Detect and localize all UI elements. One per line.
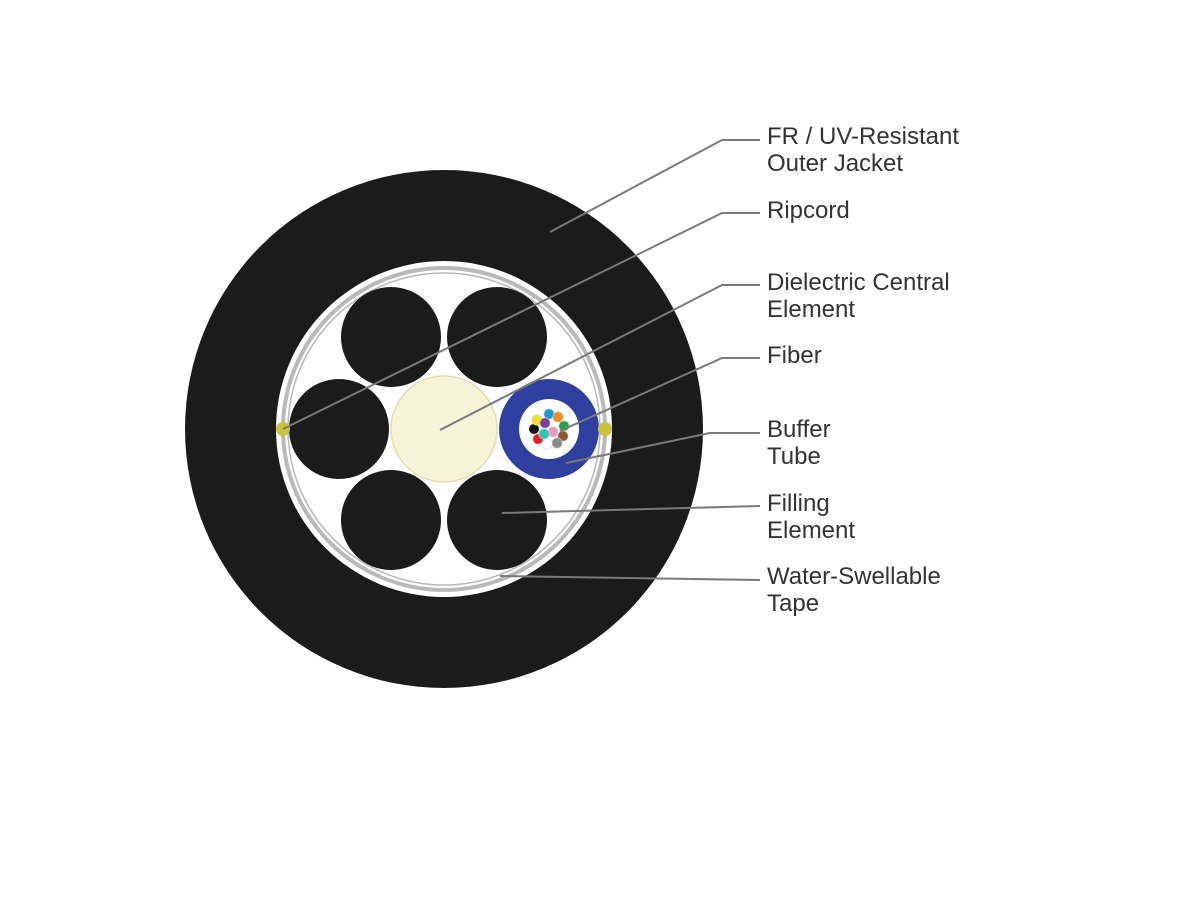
label-filling-element-line-2: Element: [767, 517, 855, 544]
label-filling-element: Filling Element: [767, 490, 855, 544]
label-dielectric-central-element-line-2: Element: [767, 296, 855, 323]
leader-line-water-swellable-tape: [499, 575, 761, 581]
label-outer-jacket-line-2: Outer Jacket: [767, 150, 903, 177]
filling-element: [341, 287, 441, 387]
leader-line-ripcord: [282, 212, 760, 430]
leader-line-dielectric-central-element: [439, 284, 760, 431]
label-outer-jacket-line-1: FR / UV-Resistant: [767, 123, 959, 150]
label-water-swellable-tape-line-1: Water-Swellable: [767, 563, 941, 590]
label-outer-jacket: FR / UV-Resistant Outer Jacket: [767, 123, 966, 177]
filling-element: [289, 379, 389, 479]
fiber: [552, 411, 564, 423]
filling-element: [447, 287, 547, 387]
fiber: [547, 426, 559, 438]
label-buffer-tube-line-1: Buffer: [767, 416, 831, 443]
fiber: [541, 438, 553, 450]
fiber: [538, 428, 550, 440]
label-buffer-tube-line-2: Tube: [767, 443, 821, 470]
label-buffer-tube: Buffer Tube: [767, 416, 837, 470]
filling-element: [341, 470, 441, 570]
fibers: [528, 408, 570, 450]
label-fiber-line-1: Fiber: [767, 342, 822, 369]
label-filling-element-line-1: Filling: [767, 490, 830, 517]
leader-line-outer-jacket: [549, 139, 760, 233]
fiber: [539, 417, 551, 429]
label-ripcord-line-1: Ripcord: [767, 197, 850, 224]
fiber: [557, 430, 569, 442]
fiber: [551, 437, 563, 449]
leader-line-fiber: [559, 357, 760, 432]
leader-line-filling-element: [501, 505, 761, 514]
label-fiber: Fiber: [767, 342, 822, 369]
leader-line-buffer-tube: [565, 432, 760, 464]
label-dielectric-central-element: Dielectric Central Element: [767, 269, 956, 323]
label-water-swellable-tape-line-2: Tape: [767, 590, 819, 617]
label-dielectric-central-element-line-1: Dielectric Central: [767, 269, 950, 296]
filling-element: [447, 470, 547, 570]
ripcord: [598, 422, 612, 436]
label-water-swellable-tape: Water-Swellable Tape: [767, 563, 948, 617]
label-ripcord: Ripcord: [767, 197, 850, 224]
